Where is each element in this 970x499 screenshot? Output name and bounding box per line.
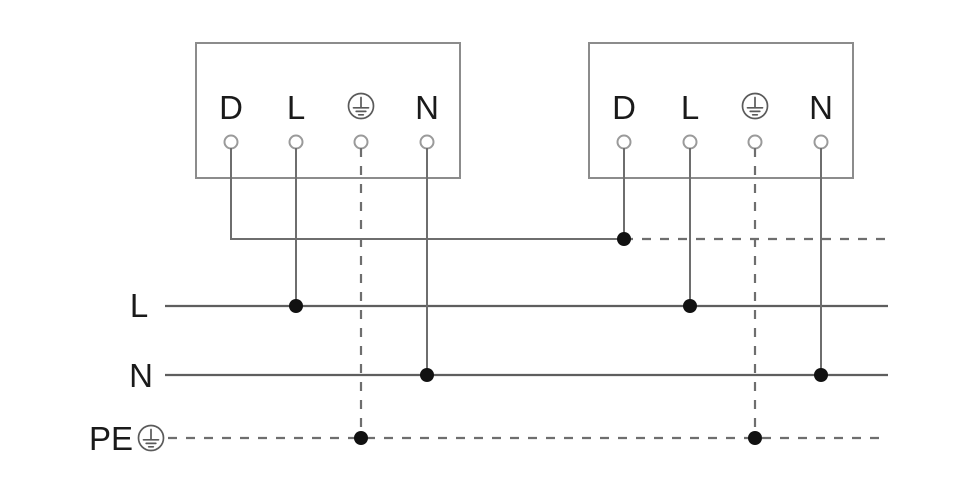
- device-1-terminal-label-d: D: [219, 89, 243, 126]
- junction-dot-pe-device1: [354, 431, 368, 445]
- device-2-terminal-pin-n: [813, 134, 829, 150]
- junction-dot-n-device2: [814, 368, 828, 382]
- junction-dot-l-device1: [289, 299, 303, 313]
- bus-label-pe: PE: [89, 420, 133, 457]
- bus-label-l: L: [130, 287, 148, 324]
- device-1-terminal-label-n: N: [415, 89, 439, 126]
- device-2-terminal-label-l: L: [681, 89, 699, 126]
- bus-n-group: N: [129, 148, 888, 394]
- bus-l-group: L: [130, 148, 888, 324]
- device-2-outline: [588, 42, 854, 179]
- device-box-2: D L N: [588, 42, 854, 179]
- junction-dot-n-device1: [420, 368, 434, 382]
- device-1-earth-icon: [347, 92, 375, 120]
- device-2-earth-icon: [741, 92, 769, 120]
- device-2-terminal-label-n: N: [809, 89, 833, 126]
- bus-pe-group: PE: [89, 148, 888, 457]
- wire-d-link: [230, 148, 888, 246]
- junction-dot-l-device2: [683, 299, 697, 313]
- device-1-terminal-label-l: L: [287, 89, 305, 126]
- device-2-terminal-label-d: D: [612, 89, 636, 126]
- bus-label-n: N: [129, 357, 153, 394]
- device-2-terminal-pin-l: [682, 134, 698, 150]
- device-2-terminal-pin-earth: [747, 134, 763, 150]
- device-box-1: D L N: [195, 42, 461, 179]
- bus-pe-earth-icon: [137, 424, 165, 452]
- device-1-terminal-pin-n: [419, 134, 435, 150]
- junction-dot-d-link: [617, 232, 631, 246]
- device-1-outline: [195, 42, 461, 179]
- junction-dot-pe-device2: [748, 431, 762, 445]
- wire-d-device1-to-junction: [230, 148, 624, 240]
- device-1-terminal-pin-earth: [353, 134, 369, 150]
- device-1-terminal-pin-l: [288, 134, 304, 150]
- device-1-terminal-pin-d: [223, 134, 239, 150]
- device-2-terminal-pin-d: [616, 134, 632, 150]
